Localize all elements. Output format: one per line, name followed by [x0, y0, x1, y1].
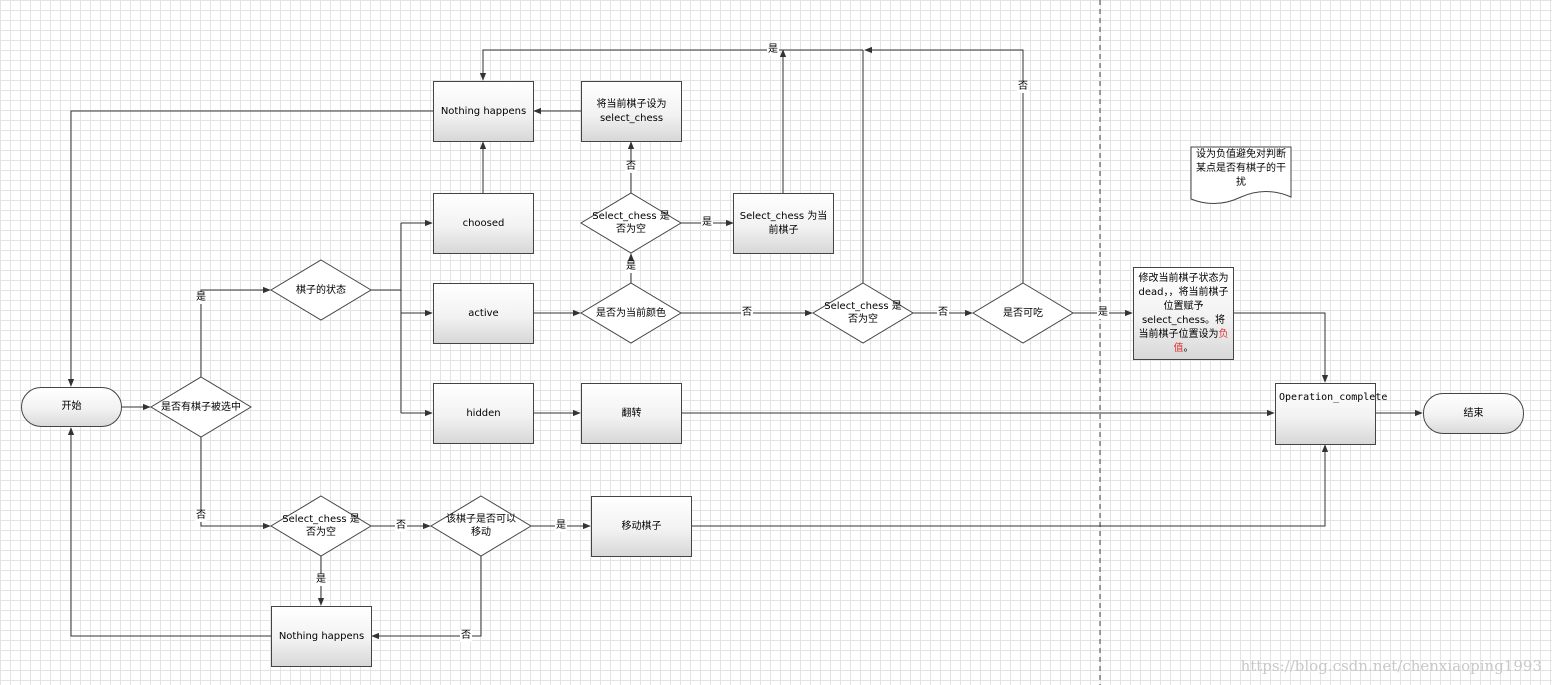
select-empty-mid-label[interactable]: Select_chess 是否为空: [824, 301, 902, 325]
label-bottom-empty-no: 否: [395, 520, 407, 532]
modify-text-end: 。: [1183, 342, 1194, 354]
modify-piece-text: 修改当前棋子状态为dead，，将当前棋子位置赋予select_chess。将当前…: [1137, 272, 1230, 356]
edge-top-return: [479, 49, 863, 81]
modify-text-main: 修改当前棋子状态为dead，，将当前棋子位置赋予select_chess。将当前…: [1138, 272, 1229, 340]
is-selected-label[interactable]: 是否有棋子被选中: [161, 401, 241, 413]
edge-modify-to-complete: [1233, 312, 1329, 383]
diamond-select-empty-mid: [812, 282, 914, 344]
move-piece-box[interactable]: 移动棋子: [591, 496, 692, 557]
diamond-select-empty-top: [580, 192, 682, 254]
label-top-return-yes: 是: [767, 44, 779, 56]
label-selected-no: 否: [195, 510, 207, 522]
edge-can-eat-no: [864, 46, 1024, 283]
is-current-color-label[interactable]: 是否为当前颜色: [596, 307, 666, 319]
edge-nothing-to-start: [67, 110, 433, 387]
note-shape: [1190, 146, 1292, 204]
label-bottom-empty-yes: 是: [315, 574, 327, 586]
select-empty-bottom-label[interactable]: Select_chess 是否为空: [282, 514, 360, 538]
label-can-move-yes: 是: [555, 520, 567, 532]
label-color-no: 否: [741, 307, 753, 319]
nothing-happens-bottom-box[interactable]: Nothing happens: [271, 606, 372, 667]
diamond-can-eat: [972, 282, 1074, 344]
edge-bottom-nothing-to-start: [67, 427, 271, 637]
edge-move-to-complete: [691, 444, 1329, 527]
diamond-is-current-color: [580, 282, 682, 344]
start-terminal[interactable]: 开始: [21, 387, 122, 427]
set-select-chess-box[interactable]: 将当前棋子设为select_chess: [581, 81, 682, 142]
label-selected-yes: 是: [195, 292, 207, 304]
edge-selected-yes: [200, 286, 271, 377]
label-can-eat-yes: 是: [1097, 307, 1109, 319]
edge-selected-no: [200, 437, 271, 530]
label-top-empty-yes: 是: [701, 217, 713, 229]
active-box[interactable]: active: [433, 283, 534, 344]
edge-can-move-no: [371, 556, 482, 640]
can-eat-label[interactable]: 是否可吃: [1003, 307, 1043, 319]
operation-complete-box[interactable]: Operation_complete: [1275, 383, 1387, 445]
label-color-yes: 是: [625, 261, 637, 273]
label-can-move-no: 否: [460, 630, 472, 642]
select-empty-top-label[interactable]: Select_chess 是否为空: [592, 211, 670, 235]
can-move-label[interactable]: 该棋子是否可以移动: [446, 514, 516, 538]
label-top-empty-no: 否: [625, 161, 637, 173]
choosed-box[interactable]: choosed: [433, 193, 534, 254]
flip-box[interactable]: 翻转: [581, 383, 682, 444]
diamond-piece-state: [270, 259, 372, 321]
end-terminal[interactable]: 结束: [1423, 393, 1524, 434]
watermark-text: https://blog.csdn.net/chenxiaoping1993: [1240, 657, 1542, 675]
modify-text-highlight: 负值: [1173, 328, 1229, 354]
modify-piece-box[interactable]: 修改当前棋子状态为dead，，将当前棋子位置赋予select_chess。将当前…: [1133, 267, 1234, 360]
note-text: 设为负值避免对判断某点是否有棋子的干扰: [1196, 149, 1286, 188]
label-can-eat-no: 否: [1017, 81, 1029, 93]
nothing-happens-top-box[interactable]: Nothing happens: [433, 81, 534, 142]
hidden-box[interactable]: hidden: [433, 383, 534, 444]
piece-state-label[interactable]: 棋子的状态: [296, 284, 346, 296]
select-is-current-box[interactable]: Select_chess 为当前棋子: [733, 193, 834, 254]
label-mid-empty-no: 否: [937, 307, 949, 319]
